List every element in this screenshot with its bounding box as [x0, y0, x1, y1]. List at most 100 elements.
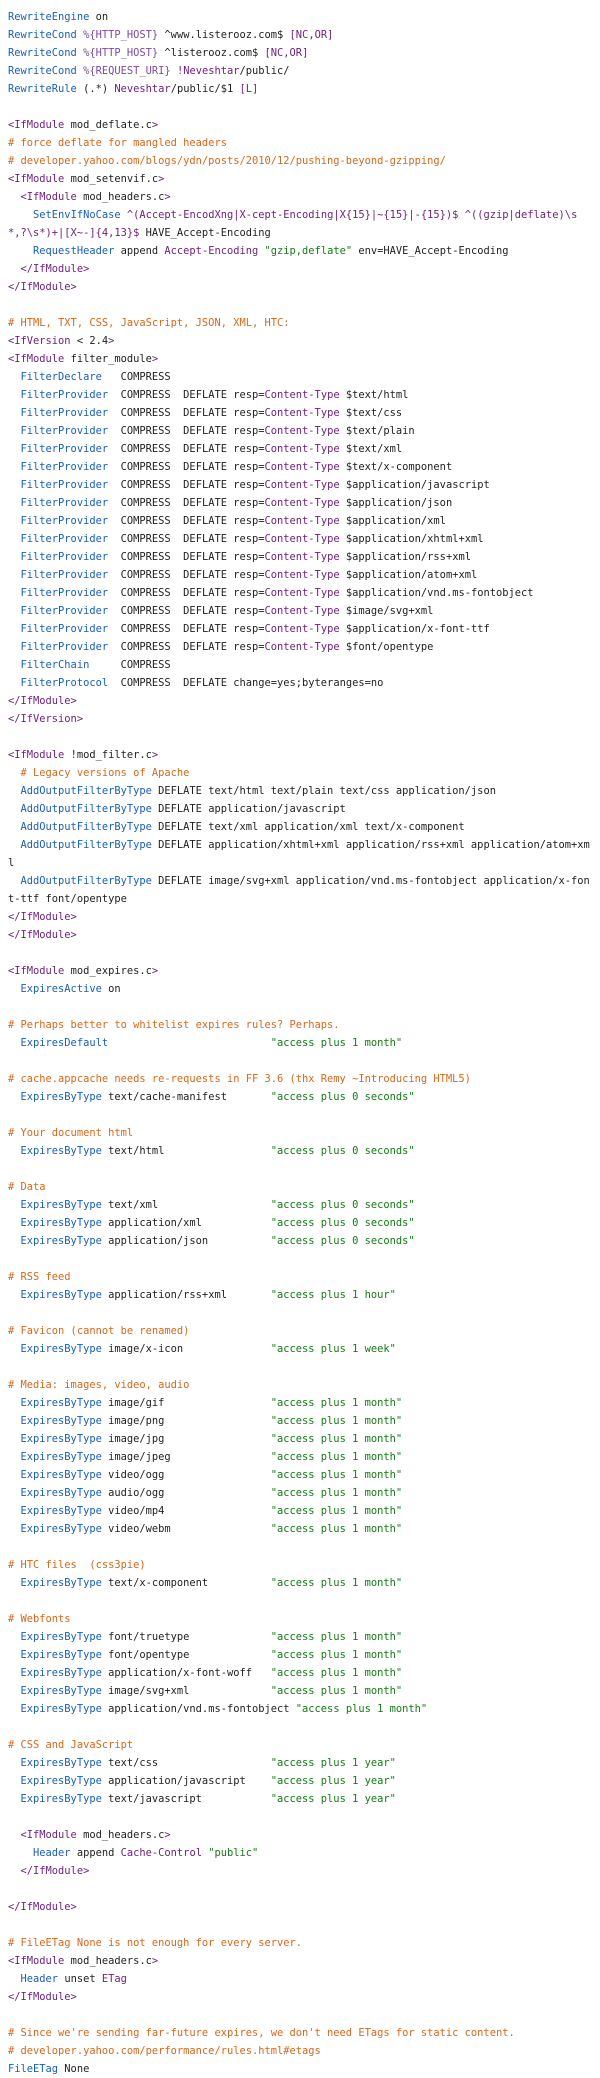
tag-token: Content-Type: [264, 623, 340, 635]
code-line: FilterProvider COMPRESS DEFLATE resp=Con…: [8, 440, 592, 458]
directive-token: ExpiresByType: [20, 1649, 102, 1661]
code-line: RewriteRule (.*) Neveshtar/public/$1 [L]: [8, 80, 592, 98]
directive-token: AddOutputFilterByType: [20, 803, 152, 815]
directive-token: ExpiresByType: [20, 1685, 102, 1697]
text-token: [8, 641, 21, 653]
text-token: [108, 1037, 271, 1049]
string-token: "access plus 1 month": [270, 1469, 403, 1481]
directive-token: ExpiresByType: [20, 1523, 102, 1535]
text-token: unset: [58, 1973, 102, 1985]
directive-token: AddOutputFilterByType: [20, 785, 152, 797]
directive-token: ExpiresByType: [20, 1703, 102, 1715]
code-line: [8, 1358, 592, 1376]
tag-token: Content-Type: [264, 443, 340, 455]
directive-token: ExpiresByType: [20, 1631, 102, 1643]
code-line: ExpiresByType text/javascript "access pl…: [8, 1790, 592, 1808]
variable-token: %{REQUEST_URI}: [83, 65, 171, 77]
directive-token: AddOutputFilterByType: [20, 821, 152, 833]
directive-token: ExpiresByType: [20, 1415, 102, 1427]
text-token: [8, 1289, 21, 1301]
tag-token: ^(Accept-EncodXng|X-cept-Encoding|X{15}|…: [126, 209, 459, 221]
text-token: [8, 605, 21, 617]
code-line: RewriteCond %{HTTP_HOST} ^listerooz.com$…: [8, 44, 592, 62]
string-token: "access plus 0 seconds": [270, 1091, 415, 1103]
code-line: [8, 1880, 592, 1898]
text-token: [8, 767, 21, 779]
code-line: [8, 296, 592, 314]
code-line: AddOutputFilterByType DEFLATE text/html …: [8, 782, 592, 800]
tag-token: <IfModule: [8, 173, 65, 185]
tag-token: Content-Type: [264, 569, 340, 581]
text-token: $application/javascript: [339, 479, 490, 491]
code-line: AddOutputFilterByType DEFLATE applicatio…: [8, 800, 592, 818]
string-token: "access plus 0 seconds": [270, 1217, 415, 1229]
code-line: RewriteCond %{REQUEST_URI} !Neveshtar/pu…: [8, 62, 592, 80]
comment-token: # Perhaps better to whitelist expires ru…: [8, 1019, 340, 1031]
text-token: image/jpeg: [101, 1451, 271, 1463]
text-token: COMPRESS DEFLATE resp=: [108, 551, 265, 563]
string-token: "access plus 1 month": [270, 1415, 403, 1427]
code-line: # FileETag None is not enough for every …: [8, 1934, 592, 1952]
code-line: # Since we're sending far-future expires…: [8, 2024, 592, 2042]
tag-token: <IfModule: [20, 191, 77, 203]
text-token: [8, 1469, 21, 1481]
code-line: ExpiresByType video/ogg "access plus 1 m…: [8, 1466, 592, 1484]
code-line: <IfVersion < 2.4>: [8, 332, 592, 350]
comment-token: # Webfonts: [8, 1613, 71, 1625]
code-line: [8, 1592, 592, 1610]
directive-token: FilterProvider: [20, 407, 109, 419]
code-line: FilterProvider COMPRESS DEFLATE resp=Con…: [8, 512, 592, 530]
string-token: "access plus 1 month": [270, 1577, 403, 1589]
comment-token: # HTC files (css3pie): [8, 1559, 146, 1571]
string-token: "access plus 1 month": [270, 1649, 403, 1661]
code-line: [8, 1106, 592, 1124]
text-token: $application/xhtml+xml: [339, 533, 484, 545]
text-token: $application/vnd.ms-fontobject: [339, 587, 534, 599]
text-token: COMPRESS DEFLATE resp=: [108, 605, 265, 617]
tag-token: </IfModule>: [20, 1865, 90, 1877]
directive-token: FilterProvider: [20, 569, 109, 581]
comment-token: # Favicon (cannot be renamed): [8, 1325, 190, 1337]
string-token: "access plus 0 seconds": [270, 1145, 415, 1157]
tag-token: >: [164, 1829, 171, 1841]
tag-token: Content-Type: [264, 551, 340, 563]
directive-token: ExpiresByType: [20, 1199, 102, 1211]
code-line: [8, 728, 592, 746]
code-line: ExpiresActive on: [8, 980, 592, 998]
text-token: $image/svg+xml: [339, 605, 434, 617]
code-line: # Favicon (cannot be renamed): [8, 1322, 592, 1340]
text-token: [8, 1973, 21, 1985]
text-token: COMPRESS DEFLATE resp=: [108, 641, 265, 653]
string-token: "gzip,deflate": [264, 245, 353, 257]
text-token: [8, 1415, 21, 1427]
text-token: $application/xml: [339, 515, 446, 527]
tag-token: >: [158, 173, 165, 185]
text-token: [8, 1145, 21, 1157]
directive-token: ExpiresDefault: [20, 1037, 109, 1049]
comment-token: # FileETag None is not enough for every …: [8, 1937, 303, 1949]
directive-token: ExpiresByType: [20, 1505, 102, 1517]
directive-token: FilterProvider: [20, 533, 109, 545]
code-line: ExpiresByType text/html "access plus 0 s…: [8, 1142, 592, 1160]
comment-token: # CSS and JavaScript: [8, 1739, 134, 1751]
text-token: $application/x-font-ttf: [339, 623, 490, 635]
tag-token: <IfModule: [8, 965, 65, 977]
code-line: FilterProvider COMPRESS DEFLATE resp=Con…: [8, 602, 592, 620]
code-line: ExpiresByType image/x-icon "access plus …: [8, 1340, 592, 1358]
text-token: [8, 443, 21, 455]
code-line: ExpiresByType application/rss+xml "acces…: [8, 1286, 592, 1304]
code-line: Header append Cache-Control "public": [8, 1844, 592, 1862]
text-token: /public/$1: [170, 83, 240, 95]
code-line: </IfModule>: [8, 1988, 592, 2006]
text-token: [8, 497, 21, 509]
text-token: [8, 425, 21, 437]
text-token: [8, 533, 21, 545]
text-token: application/vnd.ms-fontobject: [101, 1703, 296, 1715]
code-line: RewriteCond %{HTTP_HOST} ^www.listerooz.…: [8, 26, 592, 44]
code-line: FilterProvider COMPRESS DEFLATE resp=Con…: [8, 386, 592, 404]
text-token: HAVE_Accept-Encoding: [139, 227, 271, 239]
text-token: image/svg+xml: [101, 1685, 271, 1697]
string-token: "access plus 1 year": [270, 1775, 396, 1787]
text-token: (.*): [76, 83, 115, 95]
